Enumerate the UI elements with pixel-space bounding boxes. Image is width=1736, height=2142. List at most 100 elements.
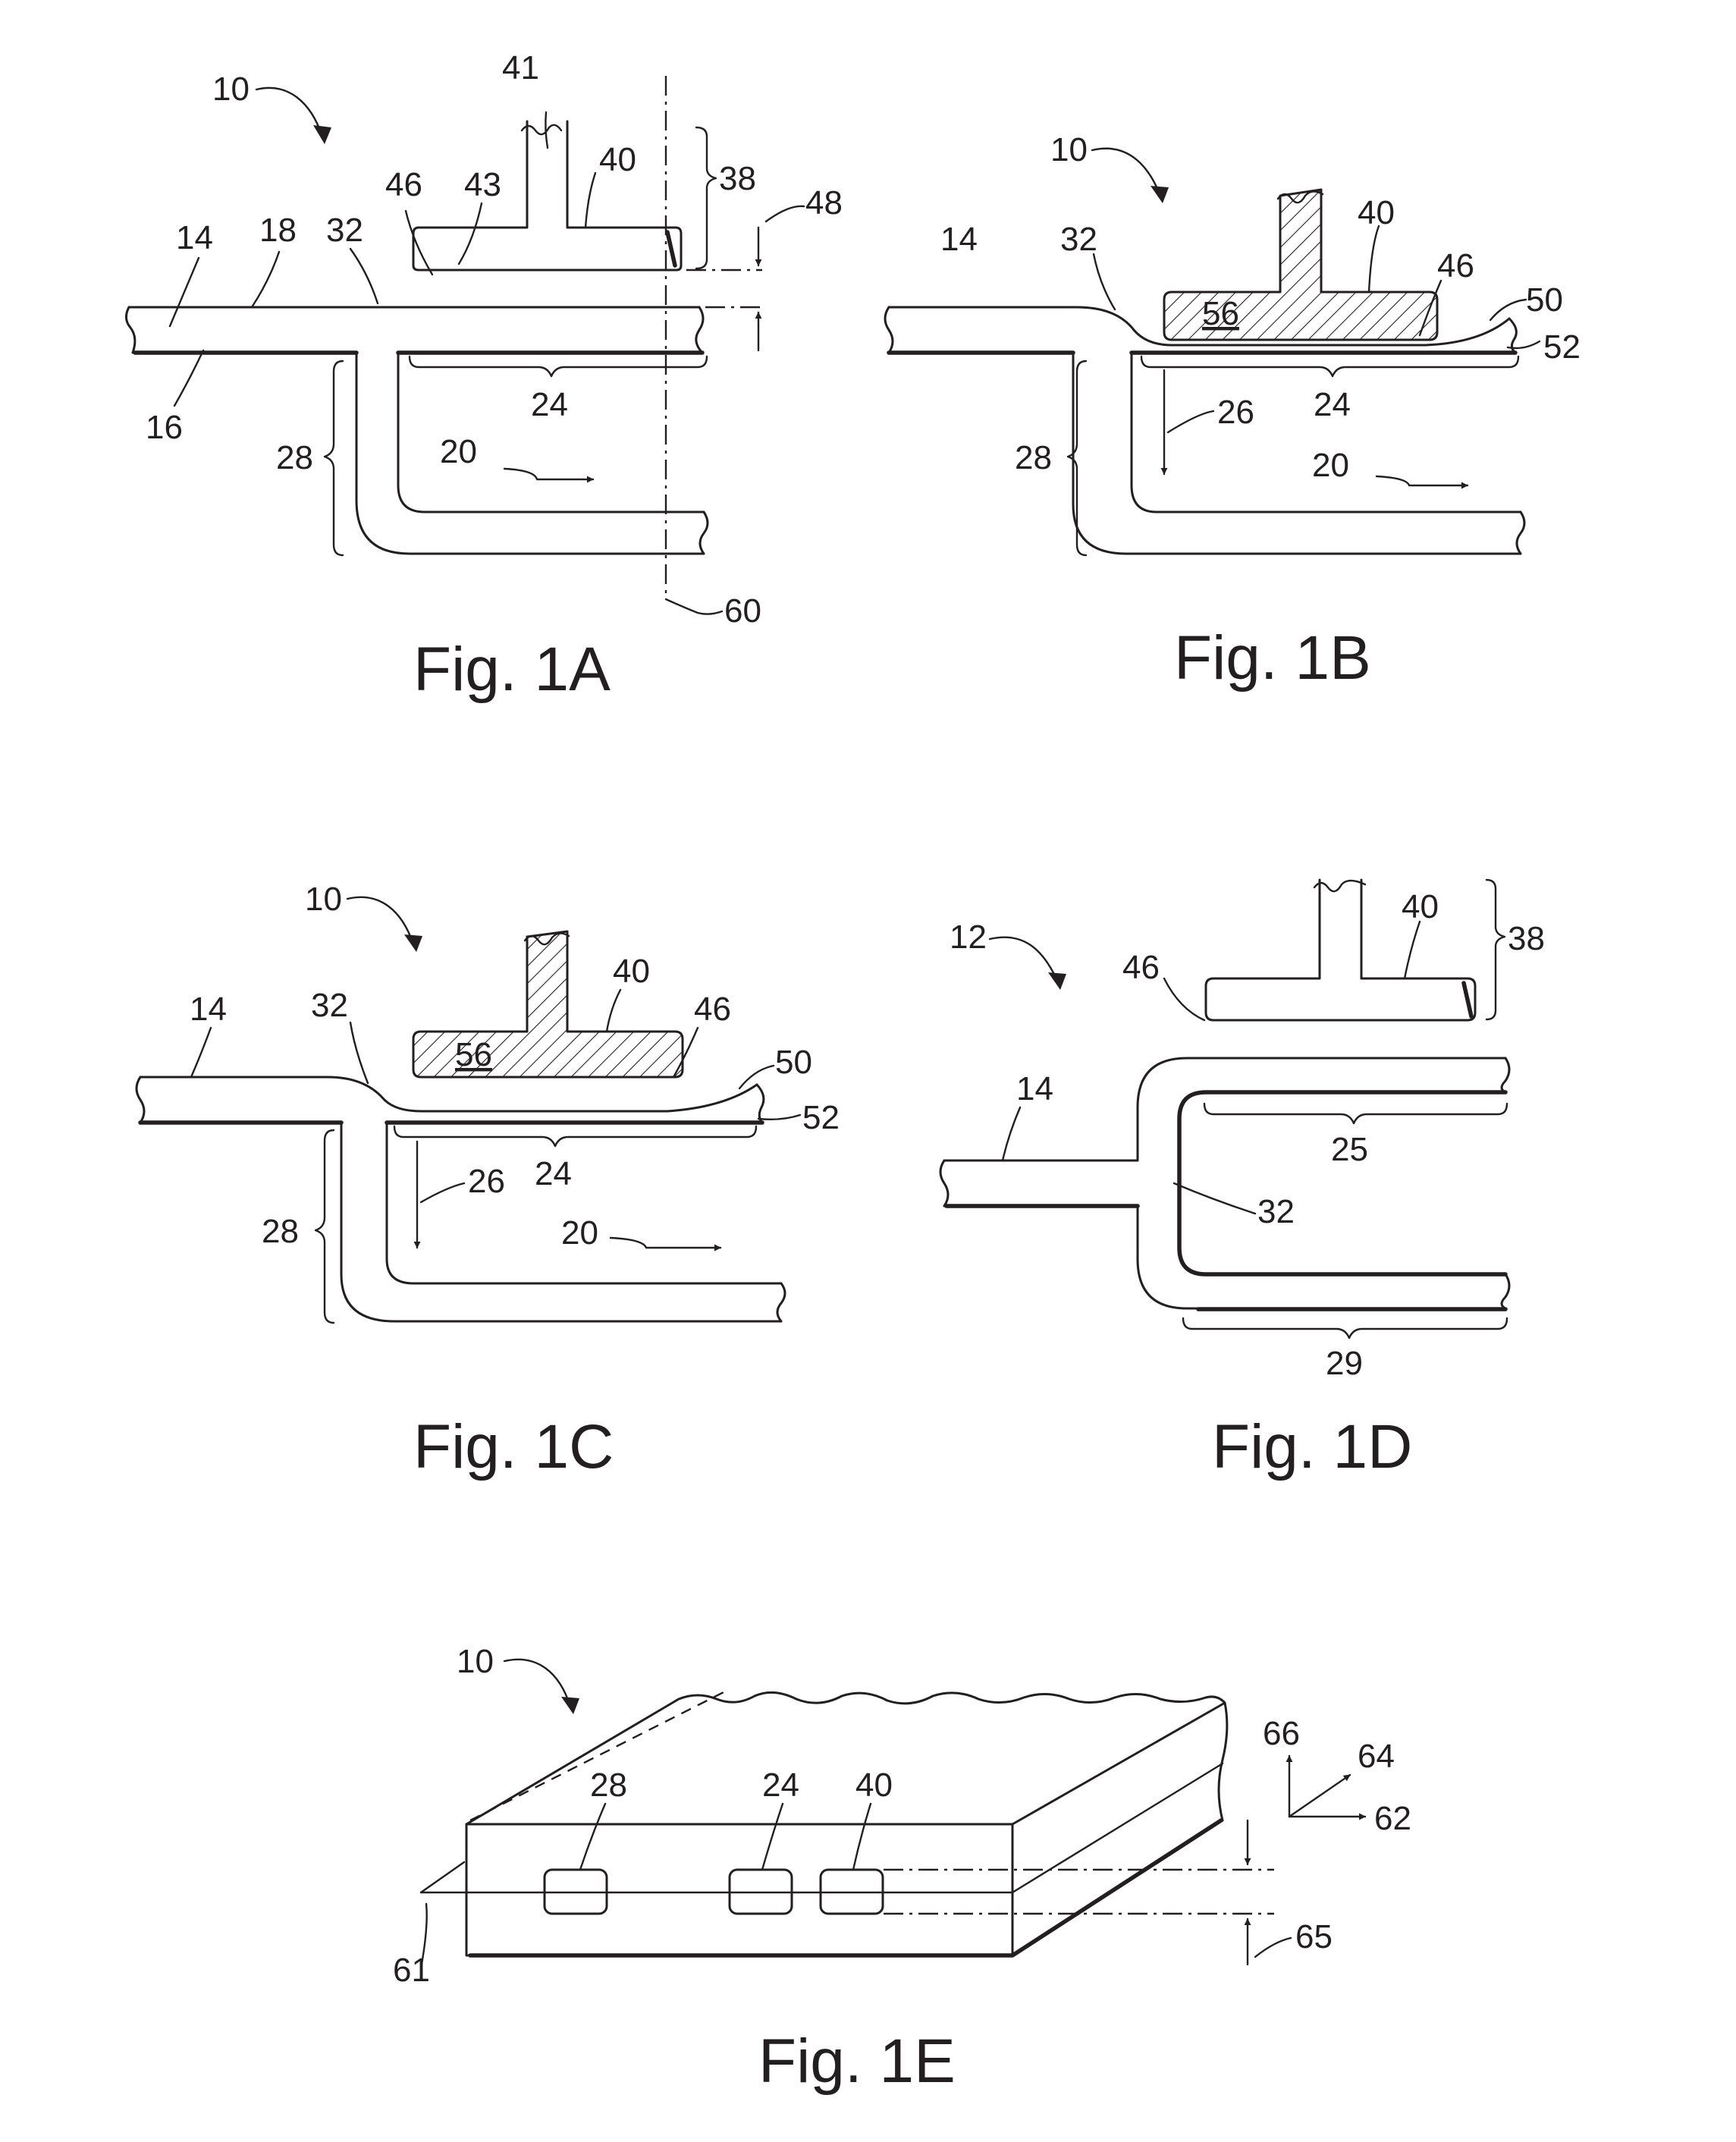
lower-right-break bbox=[1502, 1274, 1509, 1308]
leader-52 bbox=[758, 1115, 800, 1120]
ref-label-50: 50 bbox=[1526, 281, 1563, 319]
mid-plane-left bbox=[421, 1862, 464, 1892]
channel-right-break bbox=[777, 1283, 785, 1321]
arrowhead-10 bbox=[561, 1697, 579, 1714]
channel-outer-wall bbox=[1073, 353, 1521, 554]
ref-label-52: 52 bbox=[1543, 328, 1581, 366]
ref-label-32: 32 bbox=[311, 987, 348, 1024]
ref-label-66: 66 bbox=[1263, 1715, 1300, 1752]
leader-14 bbox=[1003, 1107, 1020, 1161]
ref-arrow-10 bbox=[504, 1660, 570, 1707]
leader-65 bbox=[1255, 1938, 1291, 1957]
figure-1c: 10 40 46 14 32 56 50 52 26 24 28 20 Fig.… bbox=[137, 881, 840, 1481]
ref-label-50: 50 bbox=[775, 1044, 812, 1081]
ref-label-12: 12 bbox=[950, 919, 987, 956]
ref-label-40: 40 bbox=[613, 953, 650, 990]
ref-label-60: 60 bbox=[724, 592, 761, 630]
ref-label-38: 38 bbox=[1508, 920, 1545, 957]
ref-arrow-10 bbox=[1092, 149, 1160, 196]
u-inner-wall bbox=[1179, 1092, 1505, 1274]
leader-28 bbox=[580, 1804, 605, 1870]
leader-48 bbox=[766, 206, 804, 221]
sheet-right-break bbox=[757, 1085, 764, 1123]
brace-38 bbox=[696, 127, 716, 269]
leader-46 bbox=[1164, 978, 1204, 1020]
ref-label-10: 10 bbox=[212, 71, 250, 108]
brace-24 bbox=[410, 356, 707, 376]
ref-label-46: 46 bbox=[385, 166, 422, 203]
ref-label-28: 28 bbox=[1015, 439, 1052, 476]
caption-fig-1a: Fig. 1A bbox=[413, 635, 611, 704]
ref-arrow-12 bbox=[990, 938, 1058, 982]
tool-edge bbox=[1464, 983, 1471, 1016]
leader-40 bbox=[853, 1804, 871, 1870]
block-top-right-edge bbox=[1012, 1703, 1225, 1824]
leader-46 bbox=[406, 211, 432, 275]
ref-label-24: 24 bbox=[762, 1767, 799, 1804]
ref-label-40: 40 bbox=[855, 1767, 893, 1804]
tool-edge bbox=[667, 232, 675, 265]
ref-label-46: 46 bbox=[1437, 247, 1474, 284]
ref-label-62: 62 bbox=[1374, 1800, 1411, 1837]
ref-label-24: 24 bbox=[535, 1155, 572, 1192]
leader-32 bbox=[350, 249, 378, 303]
leader-40 bbox=[607, 990, 620, 1032]
sheet-left-break bbox=[126, 307, 134, 353]
leader-32 bbox=[1174, 1183, 1255, 1214]
figure-1a: 10 41 43 40 46 38 48 14 18 32 16 24 28 2… bbox=[126, 49, 843, 704]
ref-label-10: 10 bbox=[305, 881, 342, 918]
brace-38 bbox=[1486, 880, 1505, 1019]
ref-label-29: 29 bbox=[1326, 1345, 1363, 1382]
ref-label-32: 32 bbox=[326, 212, 363, 249]
ref-label-38: 38 bbox=[719, 160, 756, 197]
block-back-wavy-edge bbox=[679, 1692, 1225, 1704]
ref-label-26: 26 bbox=[468, 1163, 505, 1200]
figure-1d: 40 38 12 46 14 25 32 29 Fig. 1D bbox=[940, 880, 1545, 1481]
ref-label-43: 43 bbox=[464, 166, 501, 203]
ref-label-16: 16 bbox=[146, 409, 183, 446]
ref-label-20: 20 bbox=[440, 433, 477, 470]
ref-label-61: 61 bbox=[393, 1952, 430, 1989]
upper-right-break bbox=[1502, 1058, 1509, 1092]
block-right-break bbox=[1219, 1703, 1227, 1820]
arrowhead-10 bbox=[313, 125, 331, 144]
ref-label-56: 56 bbox=[1202, 295, 1239, 332]
leader-50 bbox=[1490, 300, 1526, 320]
caption-fig-1d: Fig. 1D bbox=[1212, 1412, 1412, 1481]
ref-label-40: 40 bbox=[1358, 194, 1395, 231]
channel-inner-wall bbox=[1132, 353, 1521, 512]
block-front-face bbox=[466, 1824, 1012, 1955]
figure-1b: 10 40 46 14 32 56 50 52 26 24 28 20 Fig.… bbox=[885, 131, 1581, 693]
ref-label-64: 64 bbox=[1358, 1738, 1395, 1775]
ref-label-14: 14 bbox=[176, 219, 213, 256]
sheet-right-break bbox=[696, 307, 703, 353]
block-bottom-thick bbox=[470, 1820, 1221, 1955]
ref-label-14: 14 bbox=[940, 221, 978, 258]
u-outer-bottom bbox=[1138, 1206, 1505, 1308]
brace-24 bbox=[1141, 356, 1518, 376]
ref-label-40: 40 bbox=[599, 141, 636, 178]
channel-outer-wall bbox=[356, 353, 704, 554]
flow-arrow-20 bbox=[504, 469, 593, 479]
brace-28 bbox=[325, 361, 343, 555]
ref-label-20: 20 bbox=[561, 1214, 598, 1252]
ref-label-32: 32 bbox=[1060, 221, 1097, 258]
leader-24 bbox=[762, 1804, 783, 1870]
ref-label-28: 28 bbox=[262, 1213, 299, 1250]
sheet-left-break bbox=[940, 1161, 948, 1206]
caption-fig-1b: Fig. 1B bbox=[1174, 623, 1371, 693]
axis-64-arrow bbox=[1289, 1775, 1350, 1817]
arrowhead-10 bbox=[404, 934, 422, 952]
tool-break-line bbox=[1314, 881, 1365, 891]
ref-label-24: 24 bbox=[1314, 386, 1351, 423]
ref-label-18: 18 bbox=[259, 212, 297, 249]
leader-26 bbox=[1168, 411, 1213, 432]
ref-label-46: 46 bbox=[694, 991, 731, 1028]
leader-14 bbox=[191, 1028, 211, 1077]
brace-28 bbox=[315, 1130, 334, 1323]
sheet-left-break bbox=[137, 1077, 144, 1123]
sheet-top-deformed bbox=[140, 1077, 757, 1111]
channel-right-break bbox=[700, 512, 708, 554]
brace-24 bbox=[394, 1126, 756, 1146]
